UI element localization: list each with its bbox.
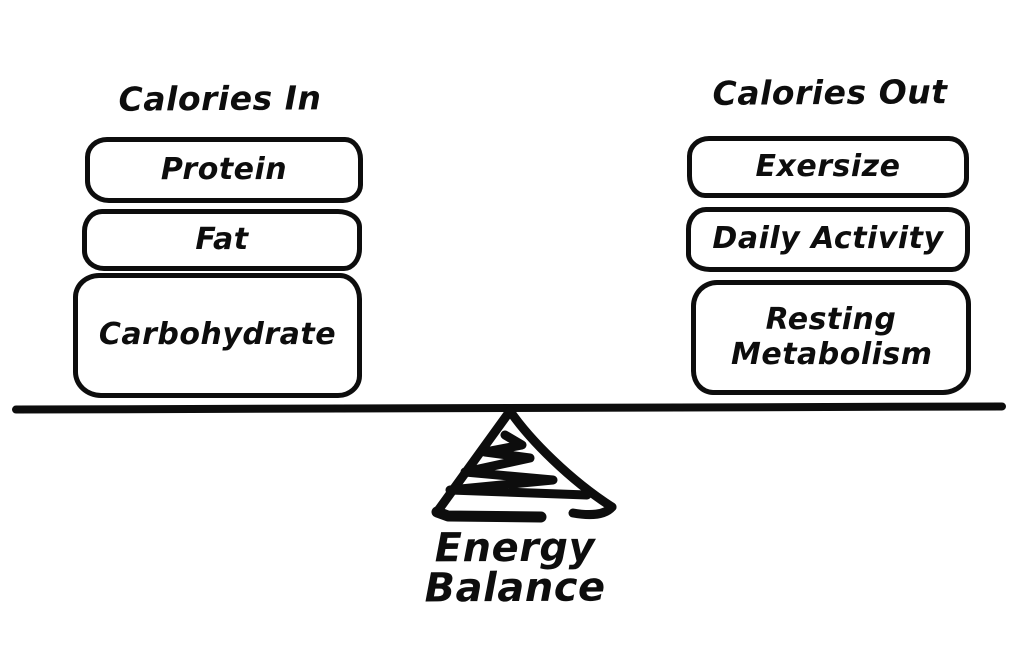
protein-label: Protein xyxy=(160,151,288,187)
daily-activity-box: Daily Activity xyxy=(686,207,970,272)
carbohydrate-label: Carbohydrate xyxy=(98,317,337,353)
resting-metabolism-box: Resting Metabolism xyxy=(691,280,971,395)
resting-metabolism-label: Resting Metabolism xyxy=(731,302,933,372)
calories-in-title: Calories In xyxy=(118,78,322,119)
exersize-box: Exersize xyxy=(687,136,969,198)
calories-out-title: Calories Out xyxy=(712,72,948,113)
protein-box: Protein xyxy=(85,137,363,203)
energy-balance-caption: Energy Balance xyxy=(424,524,606,612)
daily-activity-label: Daily Activity xyxy=(712,221,944,257)
carbohydrate-box: Carbohydrate xyxy=(73,273,362,398)
fat-box: Fat xyxy=(82,209,362,271)
fat-label: Fat xyxy=(195,221,249,257)
fulcrum-triangle-icon xyxy=(431,406,617,523)
exersize-label: Exersize xyxy=(755,148,901,184)
